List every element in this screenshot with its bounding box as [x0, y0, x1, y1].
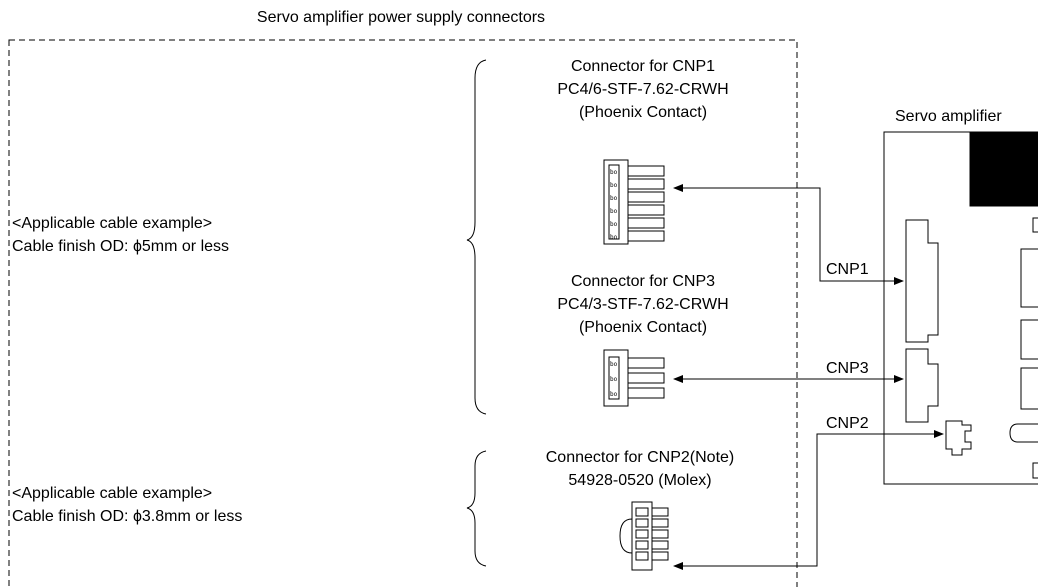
- cable-example-spec-1: Cable finish OD: ϕ5mm or less: [12, 238, 229, 255]
- connector-cnp3-label-line2: PC4/3-STF-7.62-CRWH: [557, 296, 728, 313]
- connector-cnp3-pin-marks: bo bo bo: [610, 361, 618, 398]
- svg-text:bo: bo: [610, 208, 618, 215]
- connector-cnp1-label-line3: (Phoenix Contact): [579, 104, 707, 121]
- connector-cnp2-label-line1: Connector for CNP2(Note): [546, 449, 735, 466]
- port-label-cnp1: CNP1: [826, 261, 869, 278]
- svg-text:bo: bo: [610, 361, 618, 368]
- svg-text:bo: bo: [610, 195, 618, 202]
- connector-cnp1-label-line2: PC4/6-STF-7.62-CRWH: [557, 81, 728, 98]
- connector-cnp2-icon: [619, 501, 669, 571]
- connector-cnp3-label-line3: (Phoenix Contact): [579, 319, 707, 336]
- receptacle-cnp2: [945, 420, 972, 456]
- cnp1-connection-line: [673, 184, 904, 285]
- diagram-title: Servo amplifier power supply connectors: [257, 9, 545, 26]
- connector-cnp1-icon: [603, 159, 665, 245]
- servo-amplifier-body: [883, 131, 1038, 485]
- connector-cnp1-pin-marks: bo bo bo bo bo bo: [610, 169, 618, 241]
- port-label-cnp3: CNP3: [826, 360, 869, 377]
- connector-cnp3-icon: [603, 349, 665, 407]
- connector-group-frame: [8, 39, 798, 587]
- cable-example-heading-1: <Applicable cable example>: [12, 215, 212, 232]
- curly-brace-small: [466, 450, 487, 567]
- svg-text:bo: bo: [610, 169, 618, 176]
- connector-cnp3-label-line1: Connector for CNP3: [571, 273, 715, 290]
- svg-text:bo: bo: [610, 234, 618, 241]
- svg-text:bo: bo: [610, 391, 618, 398]
- servo-amplifier-label: Servo amplifier: [895, 108, 1002, 125]
- cnp2-connection-line: [673, 430, 944, 570]
- svg-text:bo: bo: [610, 376, 618, 383]
- connector-cnp1-label-line1: Connector for CNP1: [571, 58, 715, 75]
- connector-cnp2-label-line2: 54928-0520 (Molex): [568, 472, 711, 489]
- cable-example-heading-2: <Applicable cable example>: [12, 485, 212, 502]
- svg-text:bo: bo: [610, 182, 618, 189]
- curly-brace-large: [466, 59, 487, 415]
- servo-dark-panel: [969, 131, 1038, 207]
- svg-text:bo: bo: [610, 221, 618, 228]
- port-label-cnp2: CNP2: [826, 415, 869, 432]
- receptacle-cnp1: [905, 219, 939, 343]
- receptacle-cnp3: [905, 348, 939, 423]
- cable-example-spec-2: Cable finish OD: ϕ3.8mm or less: [12, 508, 242, 525]
